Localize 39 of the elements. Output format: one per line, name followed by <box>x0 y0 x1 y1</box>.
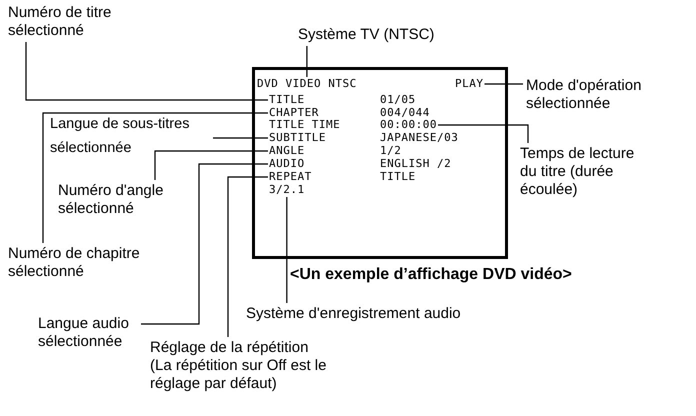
callout-text: Langue audio sélectionnée <box>38 315 138 351</box>
screen-text: JAPANESE/03 <box>380 132 458 144</box>
screen-text: 01/05 <box>380 94 416 106</box>
caption: <Un exemple d’affichage DVD vidéo> <box>290 266 572 284</box>
leader-line <box>42 112 268 243</box>
screen-text: ANGLE <box>269 145 305 157</box>
leader-line <box>306 46 308 77</box>
callout-text: Système TV (NTSC) <box>298 26 434 44</box>
callout-text: Réglage de la répétition (La répétition sur Off est le réglage par défaut) <box>150 339 328 393</box>
callout-text: Système d'enregistrement audio <box>246 305 461 323</box>
screen-text: PLAY <box>455 78 484 90</box>
leader-line <box>484 83 523 85</box>
screen-text: TITLE <box>269 94 305 106</box>
screen-text: ENGLISH /2 <box>380 158 452 170</box>
screen-text: CHAPTER <box>269 107 319 119</box>
leader-line <box>438 124 529 143</box>
callout-text: Numéro de titre sélectionné <box>8 4 143 40</box>
screen-text: DVD VIDEO NTSC <box>257 78 357 90</box>
leader-line <box>286 197 288 303</box>
screen-text: SUBTITLE <box>269 132 326 144</box>
leader-line <box>25 42 268 101</box>
screen-text: AUDIO <box>269 158 305 170</box>
callout-text: Temps de lecture du titre (durée écoulée) <box>520 145 650 199</box>
screen-text: 004/044 <box>380 107 430 119</box>
screen-text: 3/2.1 <box>269 184 305 196</box>
leader-line <box>154 150 268 180</box>
screen-text: 1/2 <box>380 145 402 157</box>
screen-text: TITLE <box>380 171 416 183</box>
callout-text: Mode d'opération sélectionnée <box>526 77 686 113</box>
screen-text: 00:00:00 <box>380 119 437 131</box>
callout-text: Langue de sous-titres sélectionnée <box>50 112 210 160</box>
leader-line <box>213 137 268 139</box>
screen-frame <box>252 67 508 259</box>
screen-text: TITLE TIME <box>269 119 340 131</box>
callout-text: Numéro d'angle sélectionné <box>58 182 178 218</box>
callout-text: Numéro de chapitre sélectionné <box>8 245 168 281</box>
screen-text: REPEAT <box>269 171 312 183</box>
leader-line <box>227 176 268 337</box>
leader-line <box>141 163 268 325</box>
